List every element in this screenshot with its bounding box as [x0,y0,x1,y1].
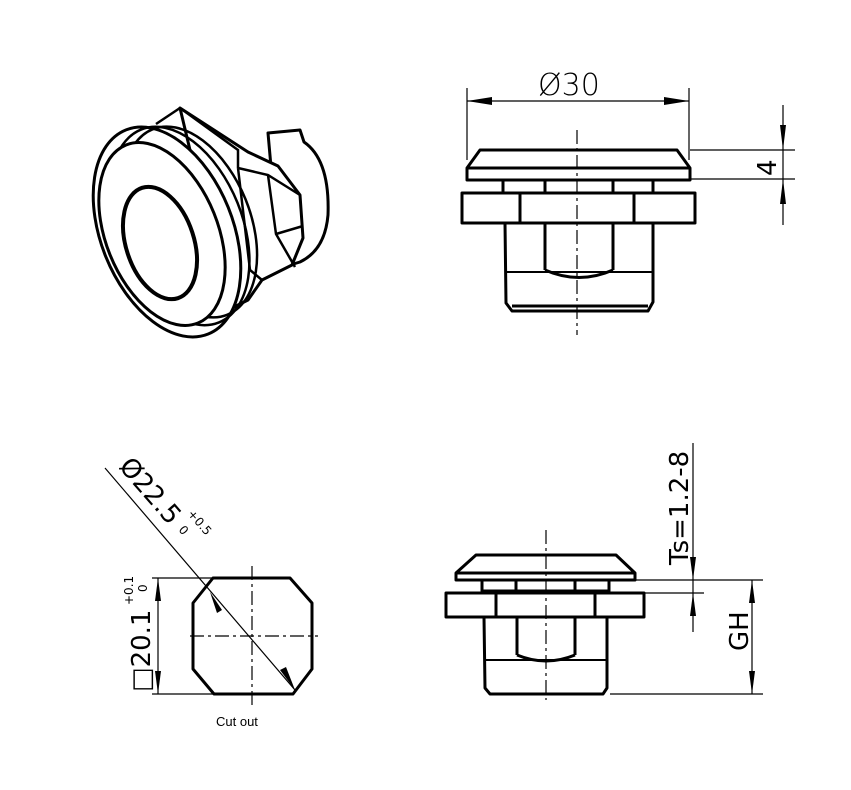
panel-thickness-label: Ts=1.2-8 [665,451,695,566]
isometric-view [91,106,330,339]
cutout-square-tol-upper: +0.1 [122,576,136,605]
gh-label: GH [725,611,755,651]
diameter-label: Ø30 [538,68,600,103]
cutout-caption: Cut out [216,714,258,729]
cutout-diameter-tol-lower: 0 [176,523,192,538]
cutout-diameter-label: Ø22.5 [113,452,187,531]
cutout-square-label: □20.1 [127,610,157,692]
front-view-top: Ø30 4 [460,68,795,335]
flange-height-label: 4 [753,159,783,176]
cutout-view: □20.1 +0.1 0 Ø22.5 +0.5 0 [104,452,318,706]
cutout-diameter-tol-upper: +0.5 [185,507,215,538]
cutout-square-tol-lower: 0 [136,584,150,592]
front-view-bottom: Ts=1.2-8 GH [444,443,763,700]
